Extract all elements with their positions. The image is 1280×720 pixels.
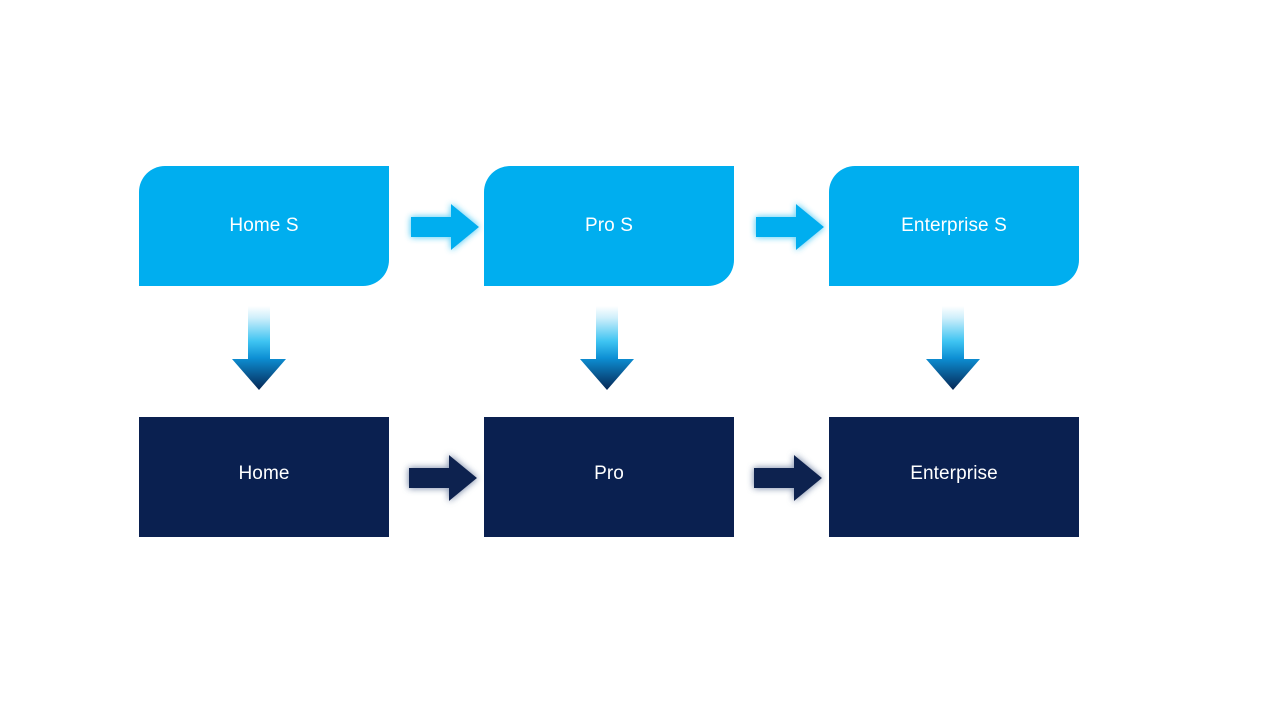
node-home[interactable]: Home [139,417,389,537]
right-arrow-icon [748,449,828,507]
node-pro[interactable]: Pro [484,417,734,537]
right-arrow-icon [403,449,483,507]
node-pro-s[interactable]: Pro S [484,166,734,286]
right-arrow-icon [405,198,485,256]
node-label: Pro S [584,215,634,236]
node-enterprise[interactable]: Enterprise [829,417,1079,537]
down-arrow-icon [922,306,984,392]
down-arrow-icon [576,306,638,392]
down-arrow-icon [228,306,290,392]
node-label: Home S [229,215,299,236]
right-arrow-icon [750,198,830,256]
node-enterprise-s[interactable]: Enterprise S [829,166,1079,286]
node-label: Pro [594,463,624,484]
node-label: Enterprise [910,463,998,484]
node-home-s[interactable]: Home S [139,166,389,286]
node-label: Enterprise S [901,215,1007,236]
node-label: Home [238,463,290,484]
